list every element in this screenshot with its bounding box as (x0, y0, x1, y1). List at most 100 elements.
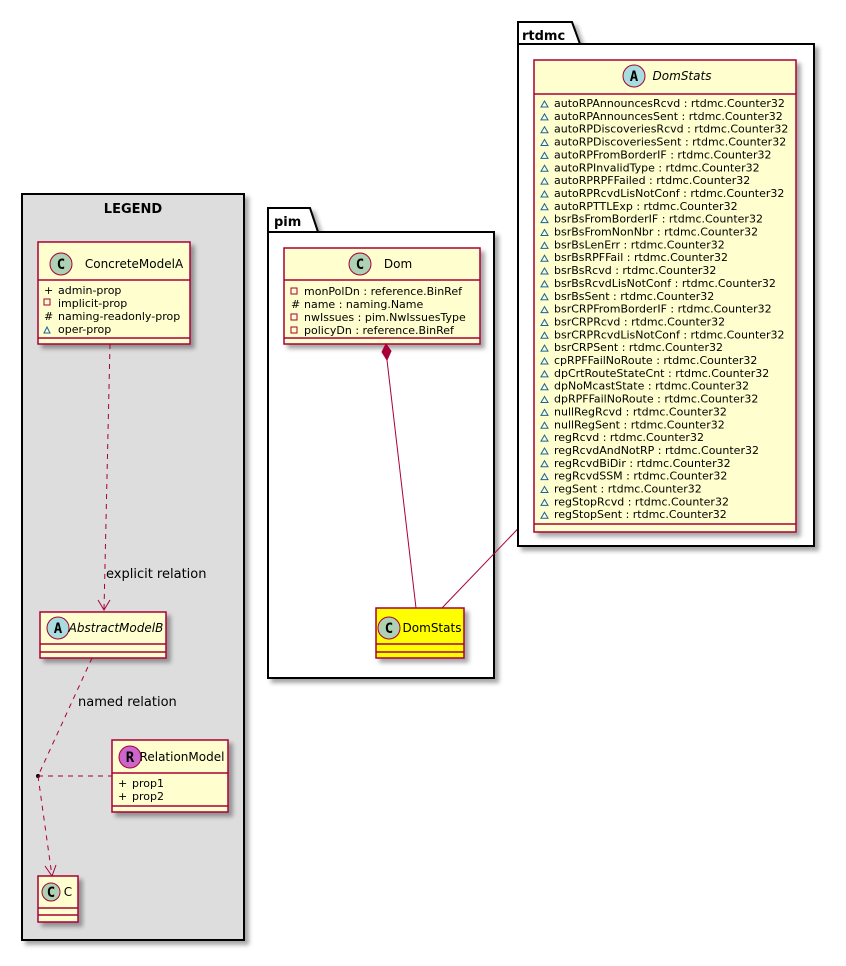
pim-dom-glyph: C (356, 257, 364, 273)
rtdmc-domstats-attr: regRcvd : rtdmc.Counter32 (554, 431, 704, 444)
pim-dom-name: Dom (384, 257, 412, 271)
rtdmc-domstats-attr: nullRegRcvd : rtdmc.Counter32 (554, 405, 727, 418)
rtdmc-package-label: rtdmc (522, 29, 565, 44)
legend-concrete-attr: implicit-prop (58, 297, 127, 310)
legend-concrete-attr-vis: + (44, 284, 53, 297)
legend-relation-attr: prop1 (132, 777, 164, 790)
arrowhead-icon (97, 599, 111, 611)
legend-relation-attr-vis: + (118, 777, 127, 790)
named-relation-target-edge (37, 775, 53, 877)
pim-dom-attr: policyDn : reference.BinRef (304, 324, 455, 337)
legend-concrete-attr-vis: # (44, 310, 53, 323)
package-visibility-icon (540, 357, 549, 365)
pim-dom-attr-vis: # (291, 298, 300, 311)
package-visibility-icon (540, 446, 549, 455)
rtdmc-domstats-attr: regRcvdAndNotRP : rtdmc.Counter32 (554, 444, 759, 457)
composition-diamond-icon (381, 343, 392, 362)
class-c-icon (41, 882, 61, 902)
legend-c-name: C (64, 885, 72, 899)
package-visibility-icon (540, 125, 549, 134)
rtdmc-domstats-attr: bsrBsRcvd : rtdmc.Counter32 (554, 264, 716, 277)
rtdmc-domstats-attr: autoRPDiscoveriesRcvd : rtdmc.Counter32 (554, 123, 788, 136)
rtdmc-domstats-attrs: autoRPAnnouncesRcvd : rtdmc.Counter32 aut… (540, 97, 788, 521)
class-a-icon (622, 64, 646, 88)
rtdmc-domstats-attr: bsrCRPFromBorderIF : rtdmc.Counter32 (554, 303, 772, 316)
explicit-relation-edge (103, 343, 111, 611)
private-visibility-icon (290, 326, 298, 334)
named-relation-label: named relation (78, 695, 177, 710)
private-visibility-icon (290, 287, 298, 295)
rtdmc-domstats-attr: autoRPDiscoveriesSent : rtdmc.Counter32 (554, 136, 786, 149)
pim-dom-attr: monPolDn : reference.BinRef (304, 285, 463, 298)
package-visibility-icon (540, 189, 549, 198)
legend-title: LEGEND (104, 202, 163, 217)
legend-abstract-class: A AbstractModelB (39, 611, 167, 659)
pim-domstats-glyph: C (385, 621, 393, 637)
pim-dom-class: C Dom monPolDn : reference.BinRef # name… (283, 247, 481, 345)
pim-domstats-class: C DomStats (375, 607, 465, 659)
package-visibility-icon (540, 382, 549, 391)
package-visibility-icon (540, 498, 549, 506)
class-c-icon (49, 252, 73, 276)
package-visibility-icon (540, 215, 549, 224)
rtdmc-domstats-attr: bsrCRPRcvdLisNotConf : rtdmc.Counter32 (554, 328, 785, 341)
package-visibility-icon (540, 434, 549, 442)
rtdmc-domstats-attr: bsrBsRPFFail : rtdmc.Counter32 (554, 251, 728, 264)
package-visibility-icon (540, 421, 549, 429)
package-visibility-icon (540, 408, 549, 416)
pim-domstats-name: DomStats (403, 621, 462, 635)
pim-package-label: pim (274, 215, 301, 230)
legend-concrete-attr: oper-prop (58, 323, 111, 336)
legend-concrete-attr: admin-prop (58, 284, 121, 297)
legend-relation-glyph: R (126, 750, 135, 766)
rtdmc-domstats-attr: regRcvdBiDir : rtdmc.Counter32 (554, 457, 731, 470)
package-visibility-icon (540, 177, 549, 185)
legend-concrete-glyph: C (57, 257, 65, 273)
rtdmc-domstats-attr: nullRegSent : rtdmc.Counter32 (554, 418, 725, 431)
package-visibility-icon (540, 305, 549, 314)
rtdmc-domstats-attr: autoRPRcvdLisNotConf : rtdmc.Counter32 (554, 187, 784, 200)
rtdmc-domstats-attr: bsrBsFromBorderIF : rtdmc.Counter32 (554, 213, 763, 226)
package-visibility-icon (540, 331, 549, 339)
package-visibility-icon (540, 395, 549, 404)
package-visibility-icon (540, 344, 549, 352)
rtdmc-domstats-attr: autoRPTTLExp : rtdmc.Counter32 (554, 200, 738, 213)
rtdmc-domstats-attr: autoRPFromBorderIF : rtdmc.Counter32 (554, 148, 771, 161)
legend-c-class: C C (37, 875, 79, 923)
private-visibility-icon (43, 298, 51, 306)
class-c-icon (348, 252, 372, 276)
package-visibility-icon (540, 267, 549, 275)
legend-concrete-class: C ConcreteModelA + admin-prop implicit-p… (37, 241, 191, 345)
package-visibility-icon (540, 100, 549, 108)
rtdmc-domstats-attr: dpNoMcastState : rtdmc.Counter32 (554, 380, 749, 393)
pim-package: pim C Dom monPolDn : reference.BinRef # … (267, 207, 495, 679)
named-relation-edge (37, 657, 93, 777)
legend-abstract-name: AbstractModelB (68, 621, 164, 635)
private-visibility-icon (290, 313, 298, 321)
rtdmc-domstats-attr: regSent : rtdmc.Counter32 (554, 483, 702, 496)
rtdmc-domstats-attr: dpCrtRouteStateCnt : rtdmc.Counter32 (554, 367, 769, 380)
rtdmc-domstats-attr: autoRPRPFFailed : rtdmc.Counter32 (554, 174, 750, 187)
rtdmc-domstats-glyph: A (630, 69, 639, 85)
package-visibility-icon (540, 202, 549, 211)
package-visibility-icon (43, 325, 51, 334)
rtdmc-domstats-attr: bsrBsLenErr : rtdmc.Counter32 (554, 238, 725, 251)
rtdmc-domstats-attr: autoRPAnnouncesRcvd : rtdmc.Counter32 (554, 97, 785, 110)
explicit-relation-label: explicit relation (106, 567, 206, 582)
package-visibility-icon (540, 241, 549, 249)
legend-c-glyph: C (47, 885, 55, 901)
rtdmc-domstats-attr: bsrBsSent : rtdmc.Counter32 (554, 290, 714, 303)
rtdmc-domstats-attr: dpRPFFailNoRoute : rtdmc.Counter32 (554, 393, 758, 406)
rtdmc-domstats-name: DomStats (653, 69, 712, 83)
package-visibility-icon (540, 511, 549, 519)
rtdmc-domstats-attr: cpRPFFailNoRoute : rtdmc.Counter32 (554, 354, 757, 367)
package-visibility-icon (540, 472, 549, 481)
package-visibility-icon (540, 459, 549, 468)
class-c-icon (377, 616, 401, 640)
package-visibility-icon (540, 292, 549, 301)
rtdmc-domstats-attr: bsrBsRcvdLisNotConf : rtdmc.Counter32 (554, 277, 776, 290)
rtdmc-domstats-attr: autoRPInvalidType : rtdmc.Counter32 (554, 161, 760, 174)
rtdmc-domstats-attr: bsrCRPSent : rtdmc.Counter32 (554, 341, 723, 354)
composition-edge (386, 359, 417, 609)
